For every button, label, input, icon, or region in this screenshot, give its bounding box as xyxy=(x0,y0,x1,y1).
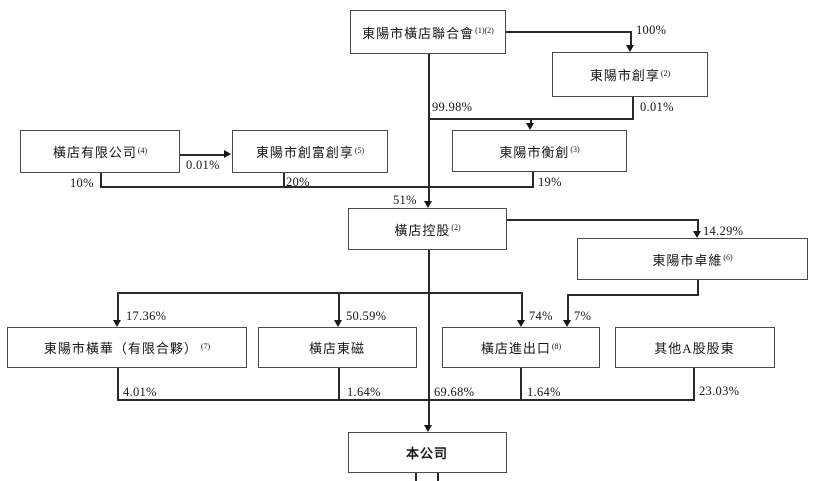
node-hengdian-limited-company: 橫店有限公司(4) xyxy=(20,130,180,173)
node-label: 東陽市橫華（有限合夥） xyxy=(43,341,198,356)
node-the-company: 本公司 xyxy=(348,432,507,473)
node-footnote: (4) xyxy=(137,145,148,155)
pct-label-federation-hengchuang: 99.98% xyxy=(432,100,473,114)
connector-drop-import-export xyxy=(521,292,523,320)
arrowhead-into-chuangfu xyxy=(224,150,231,158)
node-label: 其他A股股東 xyxy=(654,341,735,356)
connector-company-stub-left xyxy=(415,473,417,481)
pct-label-limited-holdings: 10% xyxy=(70,176,94,190)
pct-label-federation-holdings: 51% xyxy=(393,193,417,207)
pct-label-dmegc-company: 1.64% xyxy=(347,385,381,399)
node-dongyang-henghua-lp: 東陽市橫華（有限合夥）(7) xyxy=(7,327,247,368)
node-other-a-share-shareholders: 其他A股股東 xyxy=(615,327,775,368)
connector-limited-to-chuangfu xyxy=(180,154,225,156)
pct-label-holdings-import-export: 74% xyxy=(529,309,553,323)
node-footnote: (7) xyxy=(200,341,211,351)
connector-holdings-to-zhuowei-v xyxy=(697,219,699,231)
connector-holdings-to-company-trunk xyxy=(428,250,430,425)
node-footnote: (6) xyxy=(723,253,733,262)
pct-label-federation-chuangxiang: 100% xyxy=(636,23,667,37)
node-footnote: (3) xyxy=(570,145,580,154)
connector-zhuowei-to-import-export-v xyxy=(567,294,569,320)
node-label: 東陽市卓維 xyxy=(652,252,723,268)
node-label: 橫店控股 xyxy=(394,222,451,238)
pct-label-other-company: 23.03% xyxy=(699,384,740,398)
node-label: 東陽市創享 xyxy=(589,68,660,83)
pct-label-holdings-company: 69.68% xyxy=(434,385,475,399)
connector-drop-henghua xyxy=(117,292,119,320)
node-label: 本公司 xyxy=(405,446,448,461)
connector-zhuowei-to-import-export-h xyxy=(567,294,699,296)
pct-label-chuangfu-holdings: 20% xyxy=(286,175,310,189)
connector-hengchuang-drop xyxy=(530,118,532,124)
pct-label-holdings-henghua: 17.36% xyxy=(126,309,167,323)
connector-company-stub-right xyxy=(437,473,439,481)
arrowhead-into-henghua xyxy=(113,320,121,327)
arrowhead-into-zhuowei xyxy=(693,231,701,238)
node-label: 橫店進出口 xyxy=(480,341,551,356)
pct-label-holdings-dmegc: 50.59% xyxy=(346,309,387,323)
pct-label-hengchuang-holdings: 19% xyxy=(538,175,562,189)
node-dongyang-zhuowei: 東陽市卓維(6) xyxy=(577,238,808,280)
connector-zhuowei-down xyxy=(697,280,699,294)
connector-holdings-distribution-h xyxy=(117,292,523,294)
connector-federation-to-chuangxiang-h xyxy=(506,31,632,33)
connector-federation-to-holdings-trunk xyxy=(428,54,430,201)
connector-company-lower-collector xyxy=(117,399,695,401)
node-label: 橫店東磁 xyxy=(308,341,365,356)
connector-limited-down xyxy=(100,173,102,186)
node-hengdian-holdings: 橫店控股(2) xyxy=(348,208,507,250)
arrowhead-zhuowei-into-import-export xyxy=(563,320,571,327)
arrowhead-into-chuangxiang xyxy=(626,45,634,52)
pct-label-zhuowei-import-export: 7% xyxy=(574,309,592,323)
node-dongyang-chuangfu-chuangxiang: 東陽市創富創享(5) xyxy=(232,130,388,173)
connector-holdings-to-zhuowei-h xyxy=(507,219,699,221)
node-footnote: (2) xyxy=(660,68,671,78)
node-footnote: (5) xyxy=(354,145,365,155)
arrowhead-into-import-export xyxy=(517,320,525,327)
node-footnote: (2) xyxy=(451,223,461,232)
pct-label-chuangxiang-hengchuang: 0.01% xyxy=(640,100,674,114)
node-label: 東陽市衡創 xyxy=(499,144,570,160)
connector-federation-to-chuangxiang-v xyxy=(630,31,632,45)
pct-label-import-export-company: 1.64% xyxy=(527,385,561,399)
arrowhead-into-company xyxy=(424,425,432,432)
pct-label-holdings-zhuowei: 14.29% xyxy=(703,224,744,238)
connector-other-a-share-down xyxy=(693,368,695,399)
node-dongyang-hengdian-federation: 東陽市橫店聯合會(1)(2) xyxy=(350,10,506,54)
node-label: 東陽市橫店聯合會 xyxy=(362,25,475,41)
arrowhead-into-holdings xyxy=(424,201,432,208)
connector-chuangfu-down xyxy=(283,173,285,186)
connector-import-export-down xyxy=(520,368,522,399)
arrowhead-into-hengchuang xyxy=(526,123,534,130)
connector-henghua-down xyxy=(117,368,119,399)
connector-dmegc-down xyxy=(338,368,340,399)
node-dongyang-hengchuang: 東陽市衡創(3) xyxy=(452,130,627,172)
connector-drop-dmegc xyxy=(338,292,340,320)
node-dongyang-chuangxiang: 東陽市創享(2) xyxy=(552,52,708,97)
connector-chuangxiang-down xyxy=(632,97,634,118)
node-label: 橫店有限公司 xyxy=(52,145,137,160)
pct-label-henghua-company: 4.01% xyxy=(123,385,157,399)
node-label: 東陽市創富創享 xyxy=(255,145,354,160)
node-footnote: (1)(2) xyxy=(475,26,494,35)
connector-hengchuang-down xyxy=(532,172,534,186)
connector-holdings-upper-collector xyxy=(100,186,534,188)
node-hengdian-import-export: 橫店進出口(8) xyxy=(442,327,600,368)
node-hengdian-dmegc: 橫店東磁 xyxy=(258,327,417,368)
pct-label-limited-chuangfu: 0.01% xyxy=(186,158,220,172)
arrowhead-into-dmegc xyxy=(334,320,342,327)
node-footnote: (8) xyxy=(551,341,562,351)
